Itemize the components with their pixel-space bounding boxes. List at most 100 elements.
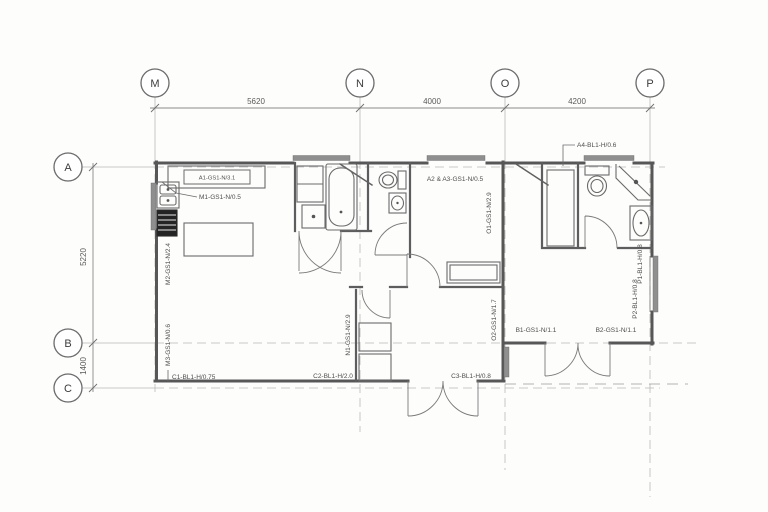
right-closet <box>546 169 575 247</box>
label-leaders <box>161 144 575 381</box>
right-closet-inner <box>546 169 575 247</box>
french-door-middle <box>407 380 479 417</box>
grid-bubble-a-circle <box>53 152 83 182</box>
bathtub-drain <box>339 210 343 214</box>
basin-2-drain <box>639 221 643 225</box>
grid-bubble-n-letter: N <box>356 78 364 90</box>
hall-door <box>406 253 441 288</box>
label-p1: P1-BL1-H/0.8 <box>637 244 644 284</box>
dimension-n-o: 4000 <box>423 97 441 106</box>
window-lower-right <box>503 346 510 378</box>
bench-inner <box>449 264 498 281</box>
grid-bubble-p: P <box>635 68 665 98</box>
grid-bubble-c: C <box>53 373 83 403</box>
corner-shower-outline <box>615 164 652 201</box>
grid-bubble-c-letter: C <box>64 383 72 395</box>
label-b2: B2-GS1-N/1.1 <box>596 327 637 334</box>
kitchen-sink-drain-1 <box>166 188 170 191</box>
top-dimension-ticks <box>150 103 655 113</box>
room-a2a3-bench <box>446 261 501 284</box>
toilet-1-bowl <box>378 171 398 189</box>
toilet-2-bowl-inner <box>590 178 604 194</box>
label-o2: O2-GS1-N/1.7 <box>491 299 498 341</box>
kitchen-sink-bowl-2 <box>159 195 177 206</box>
grid-bubble-o-circle <box>490 68 520 98</box>
label-p2: P2-BL1-H/0.8 <box>632 279 639 319</box>
label-a1-box <box>183 169 251 185</box>
label-m2: M2-GS1-N/2.4 <box>165 243 172 285</box>
window-top-3 <box>583 155 635 161</box>
kitchen-sink-outline <box>156 181 180 209</box>
basin-1 <box>388 192 407 214</box>
bathroom2-door <box>584 215 618 249</box>
kitchen-counter <box>167 165 266 189</box>
wc <box>378 170 407 214</box>
walls <box>153 160 655 383</box>
toilet-2 <box>584 165 610 197</box>
kitchen <box>156 165 266 257</box>
dimension-o-p: 4200 <box>568 97 586 106</box>
dimension-texts: 5620 4000 4200 5220 1400 <box>79 97 586 375</box>
grid-bubble-a: A <box>53 152 83 182</box>
bathroom-2 <box>584 164 653 241</box>
label-n1: N1-GS1-N/2.9 <box>345 314 352 356</box>
kitchen-island <box>183 222 254 257</box>
corner-shower-drain <box>633 179 639 185</box>
kitchen-sink-bowl-1 <box>159 184 177 195</box>
basin-2-bowl <box>632 209 650 237</box>
stove-hatch <box>158 214 176 231</box>
bathtub-inner <box>328 167 355 227</box>
basin-2-outline <box>629 205 653 241</box>
stove <box>156 209 178 237</box>
grid-bubble-p-letter: P <box>646 78 653 90</box>
toilet-1-tank <box>397 170 407 190</box>
bench-outer <box>446 261 501 284</box>
grid-bubble-c-circle <box>53 373 83 403</box>
basin-1-outline <box>388 192 407 214</box>
grid-bubble-o-letter: O <box>501 78 510 90</box>
dimension-lines <box>88 103 655 393</box>
grid-bubbles: M N O P A B C <box>53 68 665 403</box>
label-o1: O1-GS1-N/2.9 <box>486 192 493 234</box>
toilet-1-bowl-inner <box>381 174 395 186</box>
label-m1: M1-GS1-N/0.5 <box>199 194 241 201</box>
dimension-m-n: 5620 <box>247 97 265 106</box>
bath-vestibule-double-door <box>298 230 342 274</box>
bathroom-1 <box>296 163 358 231</box>
kitchen-sink <box>156 181 180 209</box>
basin-1-drain <box>396 201 399 205</box>
basin-2 <box>629 205 653 241</box>
label-b1: B1-GS1-N/1.1 <box>516 327 557 334</box>
label-a1: A1-GS1-N/3.1 <box>199 176 235 182</box>
stove-body <box>156 209 178 237</box>
shower-drain <box>311 214 316 219</box>
label-m3: M3-GS1-N/0.6 <box>165 324 172 366</box>
grid-line-solid <box>82 97 651 389</box>
closet-shelf-1 <box>358 322 392 352</box>
dimension-b-c: 1400 <box>79 357 88 375</box>
window-right <box>652 255 659 313</box>
hall-closet <box>358 322 392 382</box>
grid-bubble-o: O <box>490 68 520 98</box>
french-door-right <box>544 342 611 377</box>
window-top-1 <box>292 155 351 161</box>
kitchen-sink-drain-2 <box>166 199 170 202</box>
grid-bubble-n-circle <box>345 68 375 98</box>
window-left <box>150 182 157 231</box>
grid-bubble-n: N <box>345 68 375 98</box>
grid-bubble-m-letter: M <box>150 78 159 90</box>
grid-bubble-b-circle <box>53 328 83 358</box>
grid-bubble-m-circle <box>140 68 170 98</box>
closet-door <box>361 289 391 319</box>
label-c1: C1-BL1-H/0.75 <box>172 374 216 381</box>
windows <box>150 155 659 378</box>
grid-bubble-m: M <box>140 68 170 98</box>
basin-1-bowl <box>390 195 405 211</box>
door-swings <box>298 215 618 417</box>
door-leaf-diagonal <box>339 163 549 186</box>
window-top-2 <box>426 155 486 161</box>
interior-walls <box>293 161 654 383</box>
label-c3: C3-BL1-H/0.8 <box>451 373 491 380</box>
